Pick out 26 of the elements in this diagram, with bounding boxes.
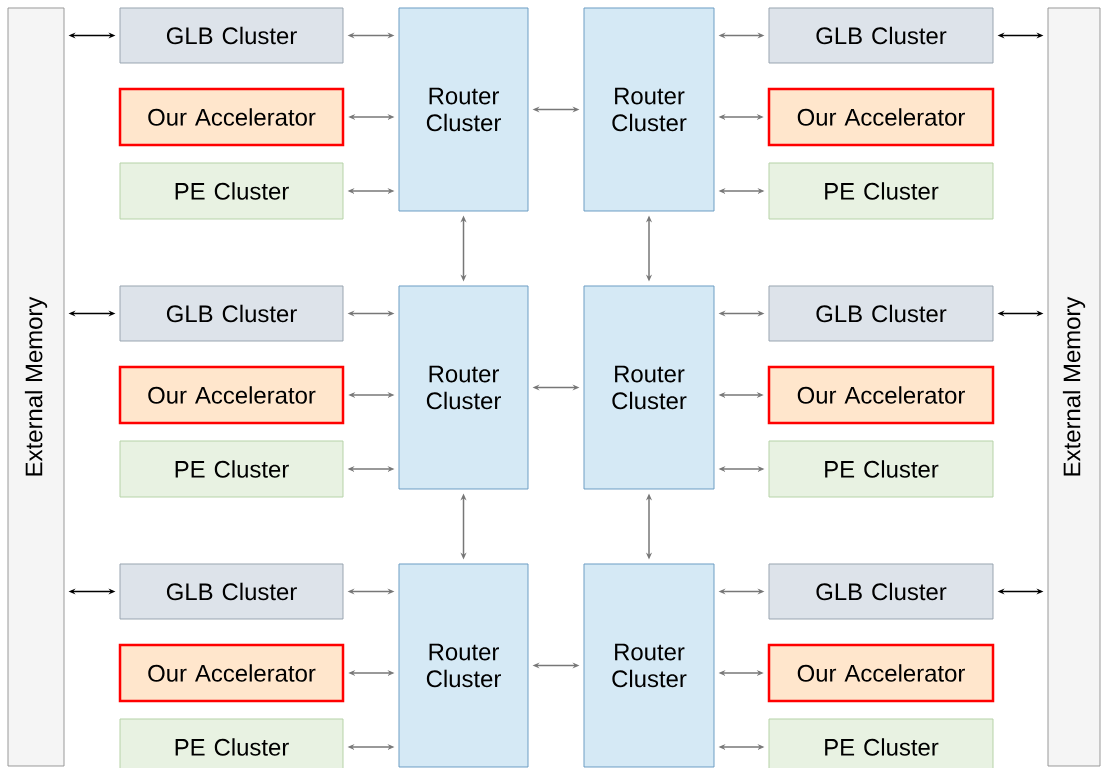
pe-cluster-box: PE Cluster	[119, 440, 344, 498]
glb-cluster-box: GLB Cluster	[768, 563, 994, 620]
glb-cluster-box: GLB Cluster	[119, 285, 344, 342]
accelerator-box: Our Accelerator	[767, 365, 995, 425]
router-cluster-box: Router Cluster	[583, 563, 715, 768]
accelerator-box: Our Accelerator	[118, 87, 345, 147]
glb-cluster-box: GLB Cluster	[119, 7, 344, 64]
pe-cluster-box: PE Cluster	[768, 440, 994, 498]
router-cluster-box: Router Cluster	[398, 563, 529, 768]
pe-cluster-box: PE Cluster	[768, 718, 994, 768]
router-cluster-box: Router Cluster	[583, 285, 715, 490]
pe-cluster-box: PE Cluster	[119, 162, 344, 220]
pe-cluster-box: PE Cluster	[768, 162, 994, 220]
accelerator-box: Our Accelerator	[118, 643, 345, 703]
glb-cluster-box: GLB Cluster	[768, 7, 994, 64]
glb-cluster-box: GLB Cluster	[768, 285, 994, 342]
accelerator-box: Our Accelerator	[767, 643, 995, 703]
pe-cluster-box: PE Cluster	[119, 718, 344, 768]
memory-bar: External Memory	[7, 7, 65, 767]
memory-bar: External Memory	[1047, 7, 1101, 767]
router-cluster-box: Router Cluster	[398, 7, 529, 212]
accelerator-box: Our Accelerator	[118, 365, 345, 425]
glb-cluster-box: GLB Cluster	[119, 563, 344, 620]
accelerator-box: Our Accelerator	[767, 87, 995, 147]
router-cluster-box: Router Cluster	[583, 7, 715, 212]
router-cluster-box: Router Cluster	[398, 285, 529, 490]
